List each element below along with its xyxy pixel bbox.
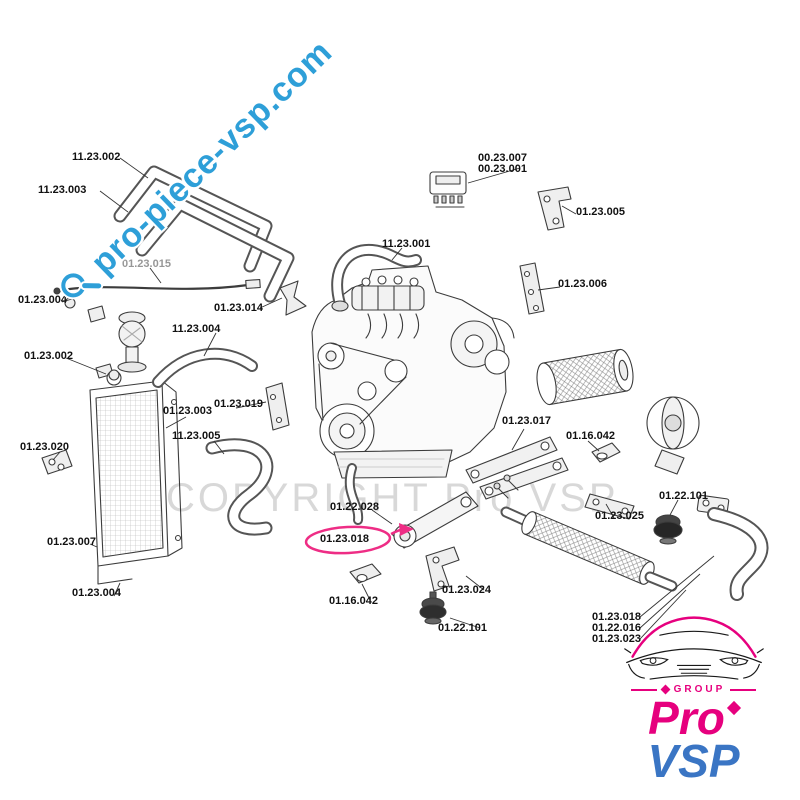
part-label-highlighted: 01.23.018 <box>320 533 369 545</box>
part-label: 01.22.016 <box>592 622 641 634</box>
part-label: 01.16.042 <box>566 430 615 442</box>
highlight-arrowhead <box>399 523 414 536</box>
logo-vsp-text: VSP <box>647 734 740 787</box>
part-label: 11.23.001 <box>382 238 431 250</box>
part-label: 01.22.101 <box>438 622 487 634</box>
hex-nut-icon <box>726 701 741 716</box>
part-label: 01.23.025 <box>595 510 644 522</box>
part-label: 01.16.042 <box>329 595 378 607</box>
leader-lines <box>52 157 715 640</box>
part-label: 11.23.002 <box>72 151 121 163</box>
part-label: 01.23.019 <box>214 398 263 410</box>
part-label: 01.23.018 <box>592 611 641 623</box>
part-label: 01.23.003 <box>163 405 212 417</box>
magnifier-icon <box>59 271 104 300</box>
logo-group-label: GROUP <box>673 684 726 696</box>
part-label: 01.23.017 <box>502 415 551 427</box>
logo-group-row: GROUP <box>611 684 776 695</box>
car-sketch-icon <box>623 616 764 681</box>
logo-pro-text: Pro <box>648 692 725 745</box>
divider-line <box>730 688 757 691</box>
provsp-logo: GROUP Pro VSP <box>611 604 776 787</box>
part-label: 01.23.015 <box>122 258 171 270</box>
logo-brand-top: Pro <box>611 692 776 745</box>
part-label: 01.23.014 <box>214 302 263 314</box>
part-label: 01.23.006 <box>558 278 607 290</box>
part-label: 01.23.004 <box>72 587 121 599</box>
part-label: 00.23.001 <box>478 163 527 175</box>
part-label: 11.23.003 <box>38 184 87 196</box>
part-label: 01.23.023 <box>592 633 641 645</box>
part-label: 01.23.005 <box>576 206 625 218</box>
part-label: 01.22.101 <box>659 490 708 502</box>
part-label: 01.22.028 <box>330 501 379 513</box>
part-label: 11.23.004 <box>172 323 221 335</box>
part-label: 01.23.002 <box>24 350 73 362</box>
site-watermark: pro-piece-vsp.com <box>51 30 342 313</box>
part-label: 00.23.007 <box>478 152 527 164</box>
part-label: 01.23.004 <box>18 294 67 306</box>
part-label: 01.23.007 <box>47 536 96 548</box>
part-label: 01.23.024 <box>442 584 491 596</box>
part-label: 11.23.005 <box>172 430 221 442</box>
divider-line <box>630 688 657 691</box>
part-label: 01.23.020 <box>20 441 69 453</box>
